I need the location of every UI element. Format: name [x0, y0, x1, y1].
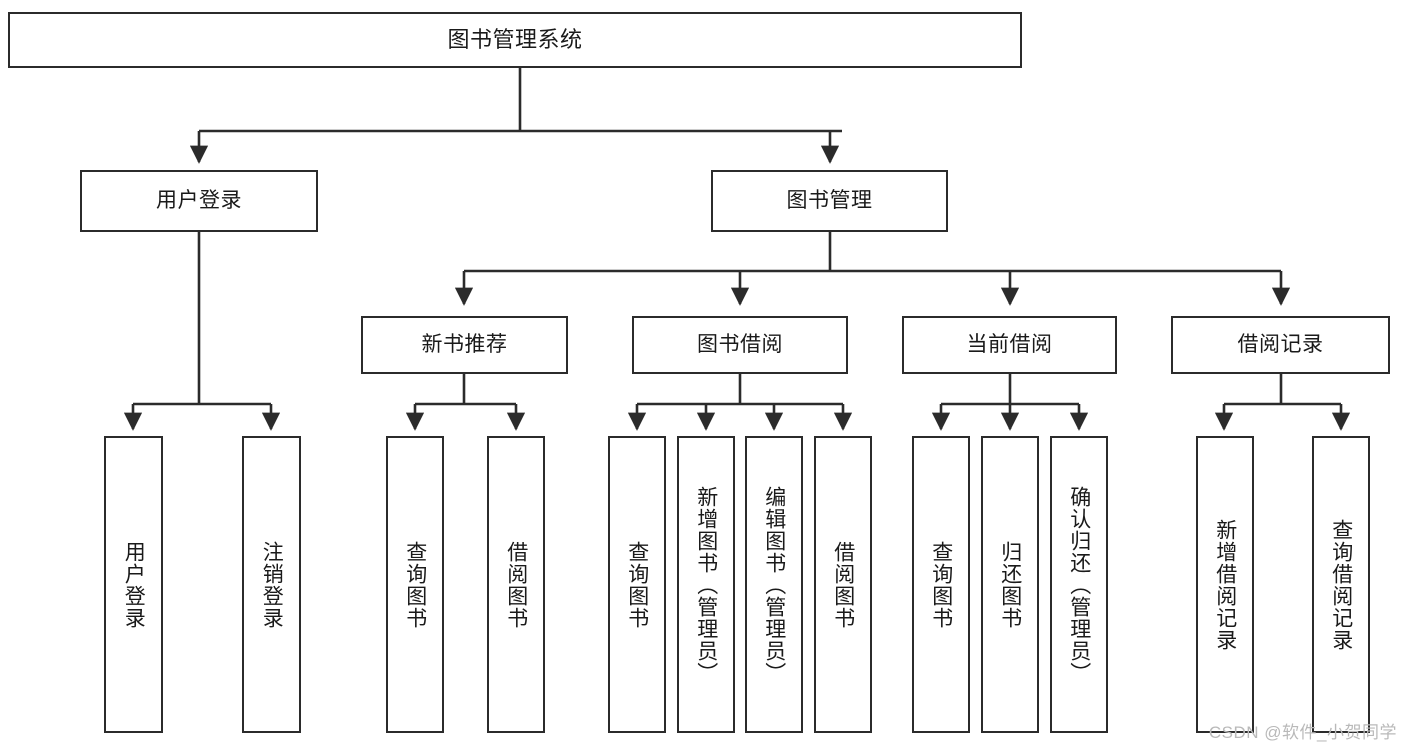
node-root-system[interactable]: 图书管理系统	[8, 12, 1022, 68]
leaf-logout[interactable]: 注销登录	[242, 436, 301, 733]
leaf-borrow-book[interactable]: 借阅图书	[814, 436, 872, 733]
node-label: 查询图书	[625, 540, 649, 629]
node-label: 图书管理系统	[447, 27, 583, 53]
leaf-edit-book[interactable]: 编辑图书（管理员）	[745, 436, 803, 733]
node-label: 借阅记录	[1237, 332, 1324, 356]
node-label: 确认归还（管理员）	[1067, 485, 1091, 684]
node-label: 编辑图书（管理员）	[762, 485, 786, 684]
node-book-admin[interactable]: 图书管理	[711, 170, 948, 232]
node-label: 借阅图书	[831, 540, 855, 629]
csdn-watermark: CSDN @软件_小贺同学	[1208, 723, 1397, 742]
leaf-add-book[interactable]: 新增图书（管理员）	[677, 436, 735, 733]
node-current-borrow[interactable]: 当前借阅	[902, 316, 1117, 374]
node-label: 借阅图书	[504, 540, 528, 629]
node-label: 注销登录	[260, 540, 284, 629]
node-label: 查询图书	[929, 540, 953, 629]
node-label: 用户登录	[156, 188, 242, 212]
leaf-query-borrow-record[interactable]: 查询借阅记录	[1312, 436, 1370, 733]
leaf-borrow-book-recommend[interactable]: 借阅图书	[487, 436, 545, 733]
node-label: 新书推荐	[421, 332, 508, 356]
leaf-return-book[interactable]: 归还图书	[981, 436, 1039, 733]
node-borrow-record[interactable]: 借阅记录	[1171, 316, 1390, 374]
node-label: 图书管理	[786, 188, 873, 212]
node-label: 当前借阅	[966, 332, 1053, 356]
leaf-query-book-borrow[interactable]: 查询图书	[608, 436, 666, 733]
leaf-query-book-recommend[interactable]: 查询图书	[386, 436, 444, 733]
node-label: 归还图书	[998, 540, 1022, 629]
node-book-borrow[interactable]: 图书借阅	[632, 316, 848, 374]
leaf-user-login[interactable]: 用户登录	[104, 436, 163, 733]
leaf-add-borrow-record[interactable]: 新增借阅记录	[1196, 436, 1254, 733]
node-label: 用户登录	[122, 540, 146, 629]
node-label: 新增图书（管理员）	[694, 485, 718, 684]
leaf-confirm-return[interactable]: 确认归还（管理员）	[1050, 436, 1108, 733]
node-label: 查询借阅记录	[1329, 518, 1353, 651]
leaf-query-book-current[interactable]: 查询图书	[912, 436, 970, 733]
node-label: 图书借阅	[697, 332, 783, 356]
node-label: 查询图书	[403, 540, 427, 629]
node-new-book-recommend[interactable]: 新书推荐	[361, 316, 568, 374]
node-label: 新增借阅记录	[1213, 518, 1237, 651]
node-user-login[interactable]: 用户登录	[80, 170, 318, 232]
